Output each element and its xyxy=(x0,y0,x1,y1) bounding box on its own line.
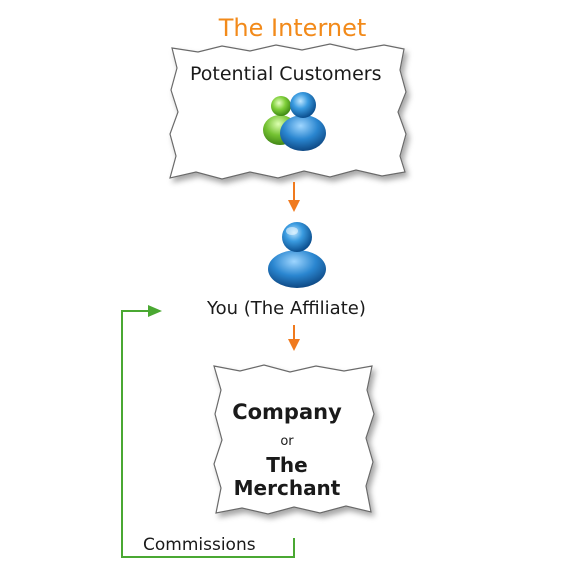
affiliate-label: You (The Affiliate) xyxy=(207,298,366,319)
merchant-line-company: Company xyxy=(232,400,342,424)
arrow-affiliate-to-merchant xyxy=(288,325,300,351)
merchant-line-merchant: Merchant xyxy=(233,476,341,500)
commission-loop-arrow xyxy=(121,305,295,558)
person-icon xyxy=(268,222,326,288)
merchant-line-the: The xyxy=(266,453,308,477)
people-group-icon xyxy=(263,92,326,151)
arrow-customers-to-affiliate xyxy=(288,182,300,212)
customers-label: Potential Customers xyxy=(190,63,382,85)
commissions-label: Commissions xyxy=(143,535,256,555)
diagram-title: The Internet xyxy=(218,14,367,42)
merchant-line-or: or xyxy=(280,434,294,449)
merchant-box xyxy=(213,364,375,515)
